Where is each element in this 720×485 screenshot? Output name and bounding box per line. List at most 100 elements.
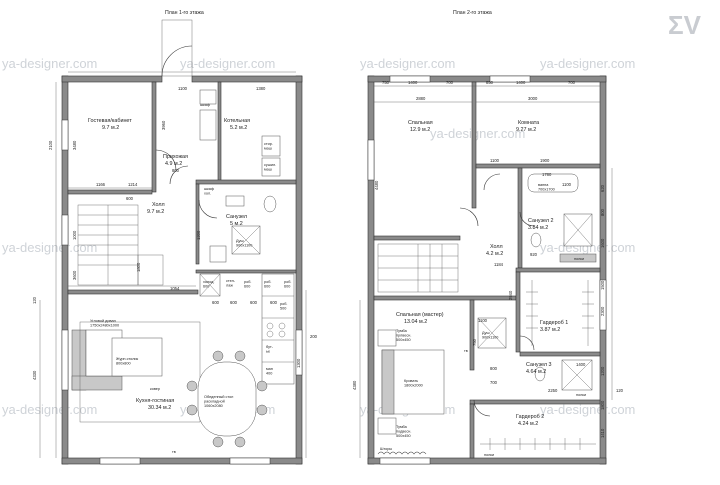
room-area: 9.7 м.2 [102,125,119,131]
room-area: 4.9 м.2 [165,161,182,167]
watermark: ya-designer.com [180,56,275,71]
floor1-title: План 1-го этажа [165,10,204,16]
dimension-label: 1800 [136,262,141,272]
label-line: 500х450 [396,338,411,342]
label-line: хол. [204,191,211,195]
room-name: Санузел 3 [526,362,552,368]
label-line: 600 [264,284,270,288]
washer-label: стир.маш [264,142,273,150]
dimension-label: 800 [172,168,180,173]
dimension-label: 600 [126,196,134,201]
room-area: 4.2 м.2 [486,251,503,257]
dimension-label: 1900 [540,158,550,163]
dimension-label: 4330 [32,370,37,380]
label-line: 800х800 [116,361,131,365]
dimension-label: 800 [600,208,605,216]
watermark: ya-designer.com [540,56,635,71]
room-area: 12.9 м.2 [410,127,430,133]
label-line: 1060х2080 [204,404,223,408]
dimension-label: 700 [446,80,454,85]
dimension-label: 600 [250,300,258,305]
floor1-plan: стир.маш [32,19,318,465]
dimension-label: 1100 [490,158,500,163]
dimension-label: 750 [472,338,477,346]
room-name: Санузел [226,214,247,220]
room-area: 5 м.2 [230,221,243,227]
room-name: Спальная [408,120,433,126]
dimension-label: 850 [486,80,494,85]
dimension-label: 1300 [296,358,301,368]
dimension-label: 120 [32,296,37,304]
dimension-label: 1100 [478,318,488,323]
tv-label: тв [172,450,176,454]
label-line: 600 [284,284,290,288]
label-line: 900х1100 [482,335,498,339]
dimension-label: 1380 [256,86,266,91]
room-area: 5.2 м.2 [230,125,247,131]
room-name: Комната [518,120,539,126]
kitchen-module-label: холод.600 [203,280,214,288]
floor2-title: План 2-го этажа [453,10,492,16]
kitchen-module-label: роб.500 [280,302,287,310]
dimension-label: 1100 [562,182,572,187]
watermark: ya-designer.com [2,240,97,255]
dimension-label: 1410 [600,428,605,438]
rug-label: ковер [150,387,160,391]
curtain-label: Шторы [380,447,392,451]
dimension-label: 600 [212,300,220,305]
kitchen-module-label: роб.600 [244,280,251,288]
room-area: 3.87 м.2 [540,327,560,333]
room-name: Гостевая/кабинет [88,118,132,124]
label-line: лаж [226,283,233,287]
watermark: ya-designer.com [2,402,97,417]
dimension-label: 2100 [48,140,53,150]
label-line: прлвесн. [396,333,411,337]
label-line: 1750х2480х1000 [90,323,119,327]
room-area: 4.64 м.2 [526,369,546,375]
label-line: 900х1100 [236,243,252,247]
shelving-label: стел-лаж [226,279,236,287]
dimension-label: 1054 [170,286,180,291]
dimension-label: 2880 [416,96,426,101]
dimension-label: 120 [616,388,624,393]
label-line: 1800х2000 [404,383,423,387]
brand-logo: ΣV [668,10,702,40]
cabinet-label: шкаф [200,103,210,107]
room-area: 4.24 м.2 [518,421,538,427]
room-name: Прихожая [163,154,188,160]
room-area: 9.27 м.2 [516,127,536,133]
shelves-label: полки [576,393,586,397]
dimension-label: 800 [490,366,498,371]
label-line: 600 [203,284,209,288]
dimension-label: 620 [600,184,605,192]
watermark: ya-designer.com [360,56,455,71]
dimension-label: 1200 [196,230,201,240]
floor2-plan: Спальная 12.9 м.2 Комната 9.27 м.2 Холл … [352,75,624,465]
dimension-label: 600 [270,300,278,305]
dimension-label: 2300 [600,306,605,316]
dimension-label: 1400 [516,80,526,85]
dimension-label: 1400 [408,80,418,85]
label-line: 500х450 [396,434,411,438]
room-name: Холл [490,244,503,250]
watermark: ya-designer.com [540,402,635,417]
shelves-label: полки [574,257,584,261]
label-line: подвесн. [396,429,411,433]
watermark: ya-designer.com [2,56,97,71]
room-area: 9.7 м.2 [147,209,164,215]
label-line: раскладной [204,399,225,403]
dryer-label: сушил.маш [264,163,276,171]
dimension-label: 1000 [72,230,77,240]
label-line: 700х1700 [538,187,555,191]
